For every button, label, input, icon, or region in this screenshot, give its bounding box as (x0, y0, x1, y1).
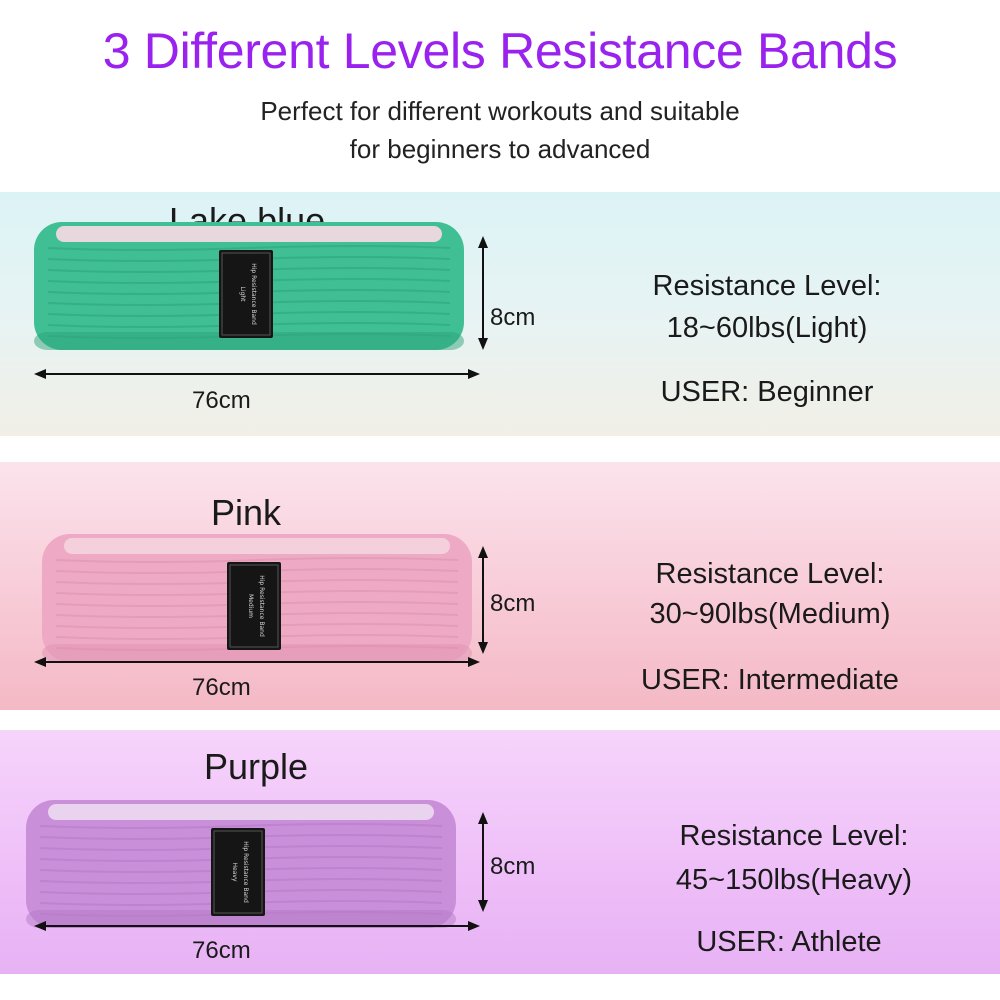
band-shadow (42, 644, 472, 662)
band-illustration: Light Hip Resistance Band 8cm 76cm (34, 222, 535, 414)
band-label-tag: Light Hip Resistance Band (219, 250, 273, 338)
width-label: 76cm (192, 387, 251, 414)
band-inner-rim (48, 804, 434, 820)
width-label: 76cm (192, 937, 251, 964)
resistance-heading: Resistance Level: (652, 270, 882, 302)
band-color-name: Purple (204, 746, 309, 787)
page-title: 3 Different Levels Resistance Bands (102, 23, 898, 79)
resistance-heading: Resistance Level: (655, 558, 885, 590)
tag-text-level: Light (239, 287, 246, 303)
resistance-value: 45~150lbs(Heavy) (675, 864, 913, 896)
band-label-tag: Heavy Hip Resistance Band (211, 828, 265, 916)
band-inner-rim (64, 538, 450, 554)
subtitle-line-1: Perfect for different workouts and suita… (260, 96, 740, 126)
resistance-band: Heavy Hip Resistance Band (26, 800, 456, 928)
tag-text-product: Hip Resistance Band (250, 263, 257, 325)
tag-text-product: Hip Resistance Band (242, 841, 249, 903)
user-level: USER: Beginner (660, 376, 874, 408)
width-dimension-arrow (34, 921, 480, 931)
height-dimension-arrow (478, 546, 488, 654)
user-level: USER: Athlete (696, 926, 882, 958)
band-inner-rim (56, 226, 442, 242)
user-level: USER: Intermediate (641, 664, 899, 696)
resistance-band: Medium Hip Resistance Band (42, 534, 472, 662)
band-label-tag: Medium Hip Resistance Band (227, 562, 281, 650)
tag-text-product: Hip Resistance Band (258, 575, 265, 637)
resistance-heading: Resistance Level: (679, 820, 909, 852)
band-shadow (34, 332, 464, 350)
height-dimension-arrow (478, 236, 488, 350)
height-label: 8cm (490, 590, 535, 617)
knit-texture-line (55, 557, 459, 563)
subtitle-line-2: for beginners to advanced (349, 134, 651, 164)
width-dimension-arrow (34, 657, 480, 667)
resistance-value: 30~90lbs(Medium) (649, 598, 891, 630)
tag-text-level: Heavy (231, 863, 238, 882)
width-dimension-arrow (34, 369, 480, 379)
width-label: 76cm (192, 674, 251, 701)
resistance-value: 18~60lbs(Light) (666, 312, 868, 344)
height-dimension-arrow (478, 812, 488, 912)
knit-texture-line (47, 245, 451, 251)
tag-text-level: Medium (247, 594, 254, 618)
band-illustration: Medium Hip Resistance Band 8cm 76cm (34, 534, 535, 701)
knit-texture-line (39, 823, 443, 829)
band-shadow (26, 910, 456, 928)
band-color-name: Pink (211, 492, 282, 533)
height-label: 8cm (490, 304, 535, 331)
band-panel-purple: Purple Heavy Hip Resistance Band 8cm 76cm… (0, 730, 1000, 974)
band-illustration: Heavy Hip Resistance Band 8cm 76cm (26, 800, 535, 964)
resistance-band: Light Hip Resistance Band (34, 222, 464, 350)
height-label: 8cm (490, 853, 535, 880)
